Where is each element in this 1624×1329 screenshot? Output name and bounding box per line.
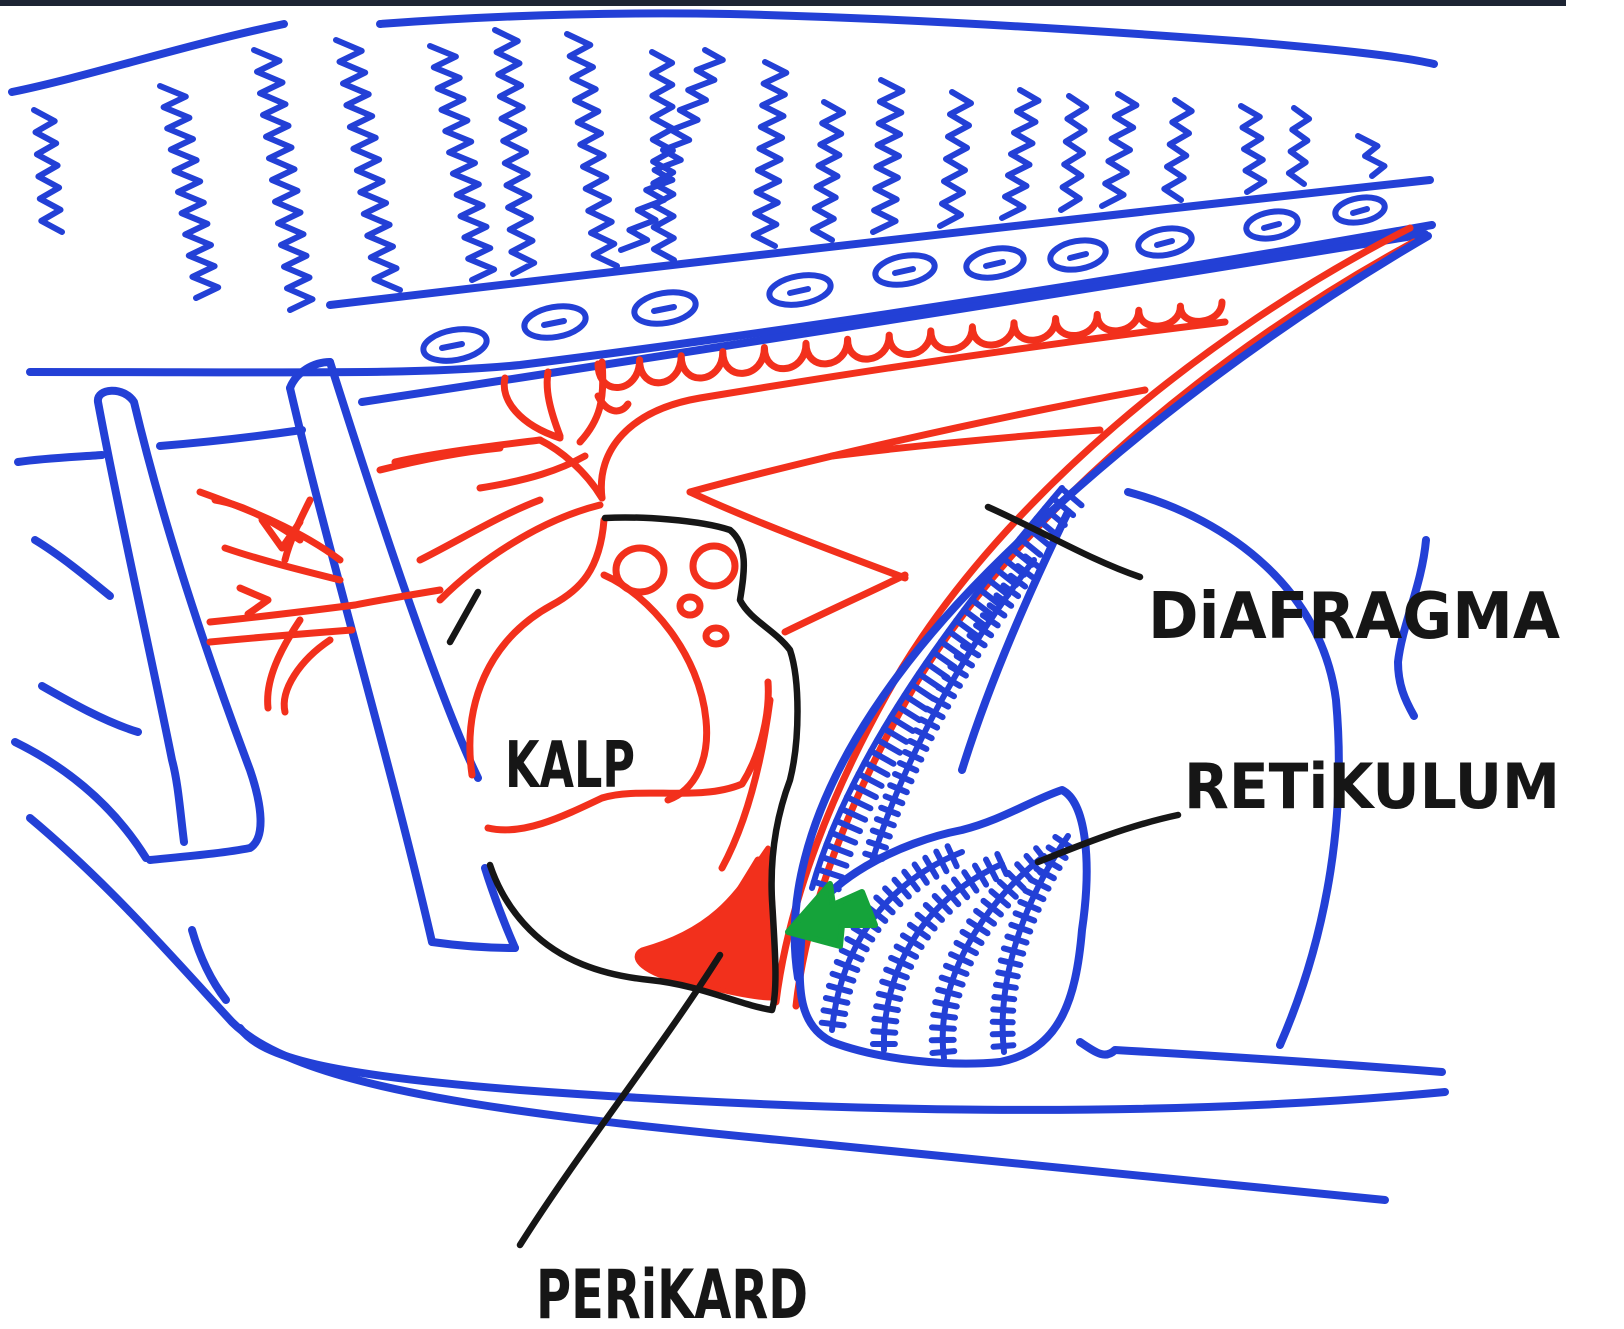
vertebra-mark [895, 269, 913, 273]
vertebra-mark [1264, 224, 1279, 228]
vertebra-mark [1353, 209, 1367, 213]
vertebra-mark [790, 289, 808, 293]
hatch-tick [993, 1034, 1013, 1035]
hatch-tick [933, 1015, 955, 1018]
scan-edge-line [0, 0, 1566, 6]
diaphragm-label: DiAFRAGMA [1148, 580, 1560, 654]
vertebra-mark [544, 321, 564, 325]
vertebra-mark [654, 307, 674, 311]
hatch-tick [876, 1006, 898, 1010]
hatch-tick [993, 1022, 1013, 1023]
hatch-tick [824, 1010, 846, 1014]
vertebra-mark [1070, 254, 1086, 258]
pericardium-label: PERiKARD [536, 1256, 808, 1329]
hatch-tick [996, 985, 1016, 988]
hatch-tick [998, 972, 1018, 976]
hatch-tick [932, 1027, 954, 1028]
heart-label: KALP [505, 729, 635, 803]
hatch-tick [874, 1019, 896, 1022]
hatch-tick [932, 1051, 954, 1053]
hatch-tick [873, 1031, 895, 1032]
hatch-tick [993, 1009, 1013, 1010]
hatch-tick [994, 1045, 1014, 1047]
vertebra-mark [986, 262, 1003, 266]
hatch-tick [994, 997, 1014, 999]
vertebra-mark [1157, 241, 1172, 245]
vertebra-mark [442, 344, 462, 348]
hatch-tick [822, 1023, 844, 1026]
reticulum-label: RETiKULUM [1184, 750, 1560, 823]
